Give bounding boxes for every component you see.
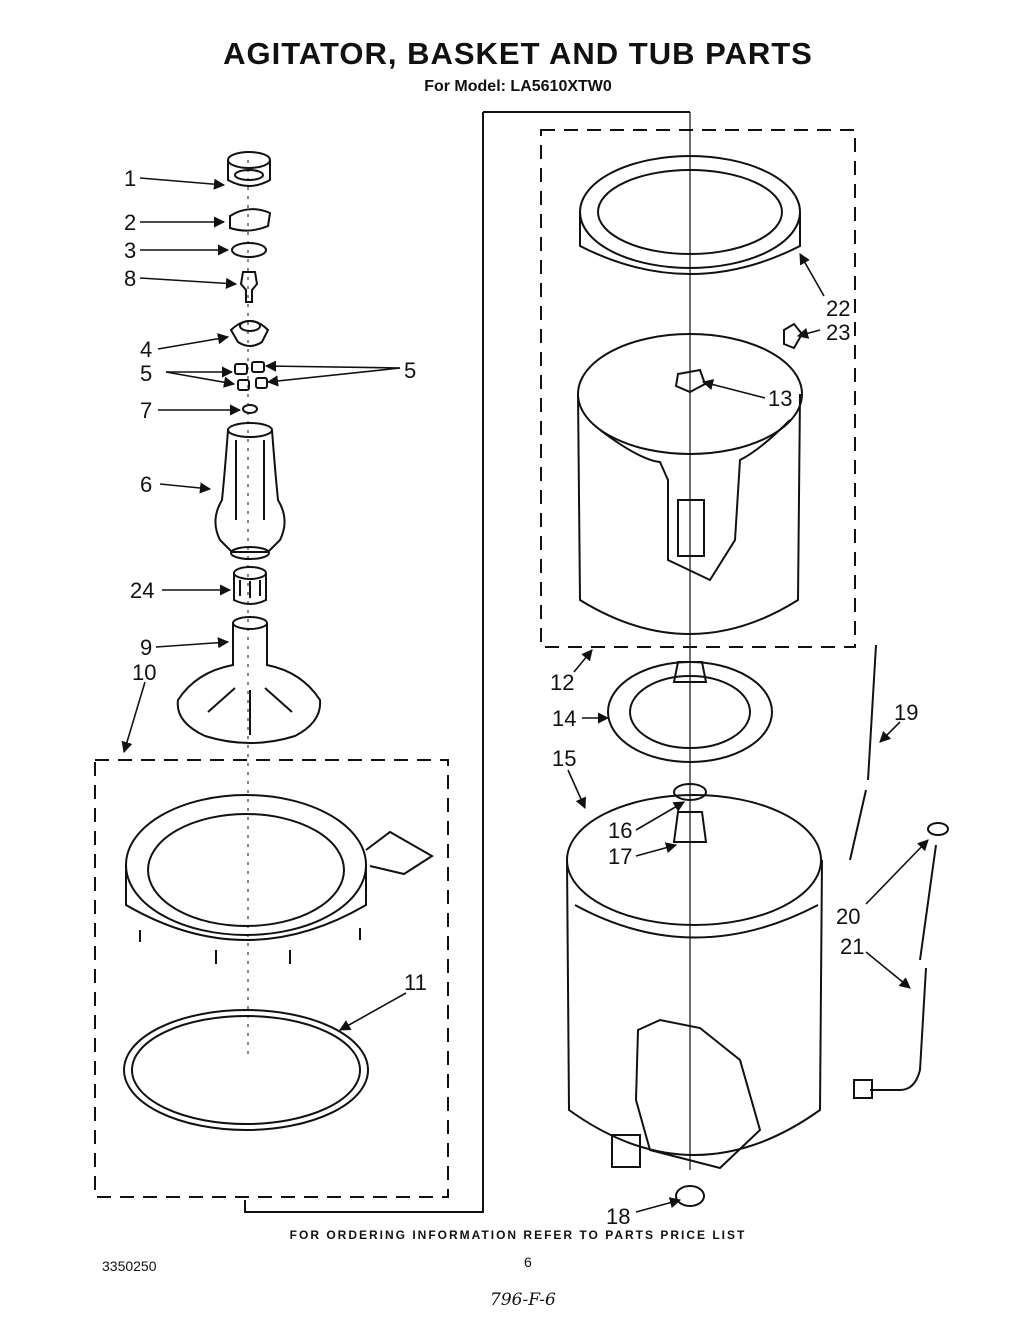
callout-20: 20	[836, 904, 860, 929]
agitator-base-part	[176, 616, 322, 744]
ordering-note: FOR ORDERING INFORMATION REFER TO PARTS …	[289, 1228, 747, 1242]
callout-18: 18	[606, 1204, 630, 1229]
tub-ring-group-box	[94, 759, 449, 1198]
callout-12: 12	[550, 670, 574, 695]
callout-14: 14	[552, 706, 576, 731]
callout-11: 11	[404, 970, 427, 995]
vent-tube-part	[849, 644, 877, 861]
callout-19: 19	[894, 700, 918, 725]
agitator-cap-part	[227, 151, 271, 187]
callout-8: 8	[124, 266, 136, 291]
cap-clip-part	[229, 208, 272, 232]
tub-ring-seal-part	[123, 1009, 369, 1131]
callout-16: 16	[608, 818, 632, 843]
cam-part	[229, 320, 270, 347]
callout-21: 21	[840, 934, 864, 959]
tub-plug-part	[675, 1185, 705, 1207]
callout-22: 22	[826, 296, 850, 321]
callout-3: 3	[124, 238, 136, 263]
retaining-ring-part	[673, 783, 707, 801]
wash-basket-part	[577, 333, 803, 635]
model-subtitle: For Model: LA5610XTW0	[424, 78, 612, 95]
callout-5-left: 5	[140, 361, 152, 386]
document-number: 3350250	[102, 1258, 157, 1274]
callout-15: 15	[552, 746, 576, 771]
assembly-connector-line	[244, 111, 690, 1213]
hose-clamp-part	[927, 822, 949, 836]
agitator-dogs-part	[234, 361, 268, 391]
drive-bell-part	[233, 566, 267, 605]
basket-hub-part	[607, 661, 773, 763]
callout-7: 7	[140, 398, 152, 423]
seal-part	[672, 811, 708, 843]
hub-nut-part	[674, 368, 707, 394]
callout-9: 9	[140, 635, 152, 660]
drain-hose-part	[870, 844, 937, 1091]
callout-17: 17	[608, 844, 632, 869]
page-number: 6	[524, 1254, 532, 1270]
callout-10: 10	[132, 660, 156, 685]
agitator-barrel-part	[214, 422, 286, 560]
washer-part	[242, 404, 258, 414]
tub-ring-part	[125, 794, 434, 964]
handwritten-note: 796-F-6	[490, 1290, 556, 1310]
callout-4: 4	[140, 337, 152, 362]
agitator-bolt-part	[239, 271, 259, 303]
callout-6: 6	[140, 472, 152, 497]
outer-tub-part	[566, 794, 823, 1170]
basket-group-box	[540, 129, 856, 648]
callout-1: 1	[124, 166, 136, 191]
callout-23: 23	[826, 320, 850, 345]
ring-clip-part	[783, 322, 804, 350]
page-title: AGITATOR, BASKET AND TUB PARTS	[223, 36, 813, 71]
ring-part	[231, 242, 267, 258]
callout-13: 13	[768, 386, 792, 411]
balance-ring-part	[579, 155, 801, 275]
callout-5-right: 5	[404, 358, 416, 383]
callout-24: 24	[130, 578, 154, 603]
callout-2: 2	[124, 210, 136, 235]
